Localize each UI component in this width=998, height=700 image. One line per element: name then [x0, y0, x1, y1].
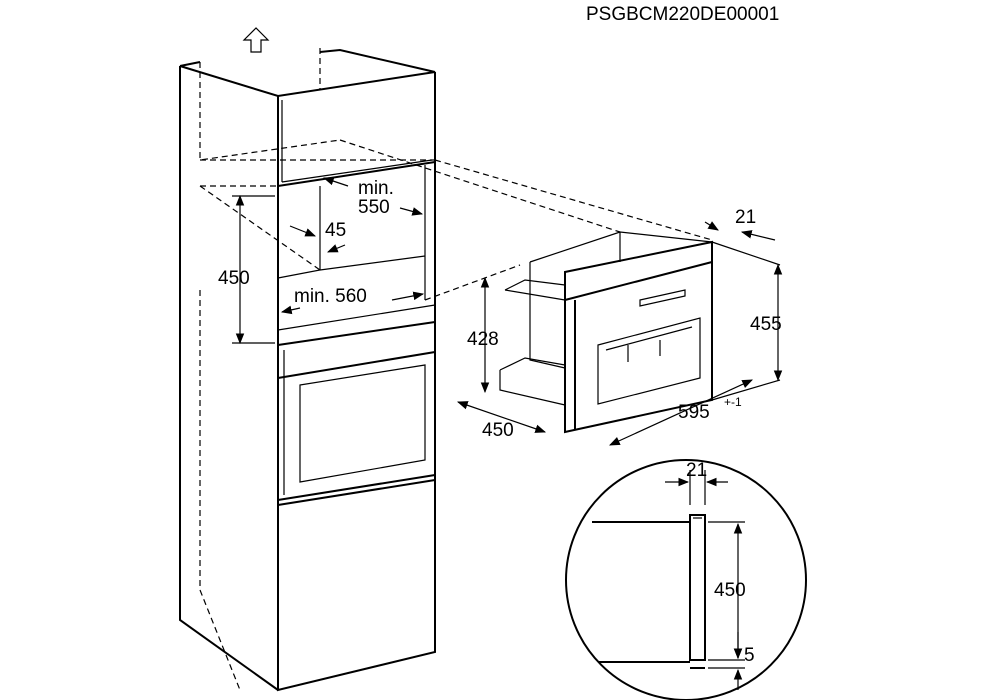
drawing-code: PSGBCM220DE00001 [586, 4, 779, 25]
coffee-machine [456, 221, 783, 446]
niche-width-value: min. 560 [294, 286, 367, 307]
frame-depth-value: 21 [735, 207, 756, 228]
body-height-value: 428 [467, 329, 499, 350]
rear-gap-value: 45 [325, 220, 346, 241]
detail-gap-value: 5 [744, 645, 755, 666]
niche-height-value: 450 [218, 268, 250, 289]
detail-view [565, 459, 807, 700]
width-tolerance: +-1 [724, 395, 742, 409]
detail-frame-depth-value: 21 [686, 460, 707, 481]
appliance-depth-value: 450 [482, 420, 514, 441]
niche-depth-label: min. [358, 178, 394, 199]
detail-height-value: 450 [714, 580, 746, 601]
up-arrow-icon [242, 27, 270, 53]
appliance-height-value: 455 [750, 314, 782, 335]
tall-cabinet [179, 48, 713, 692]
niche-depth-value: 550 [358, 197, 390, 218]
appliance-width-value: 595 [678, 402, 710, 423]
